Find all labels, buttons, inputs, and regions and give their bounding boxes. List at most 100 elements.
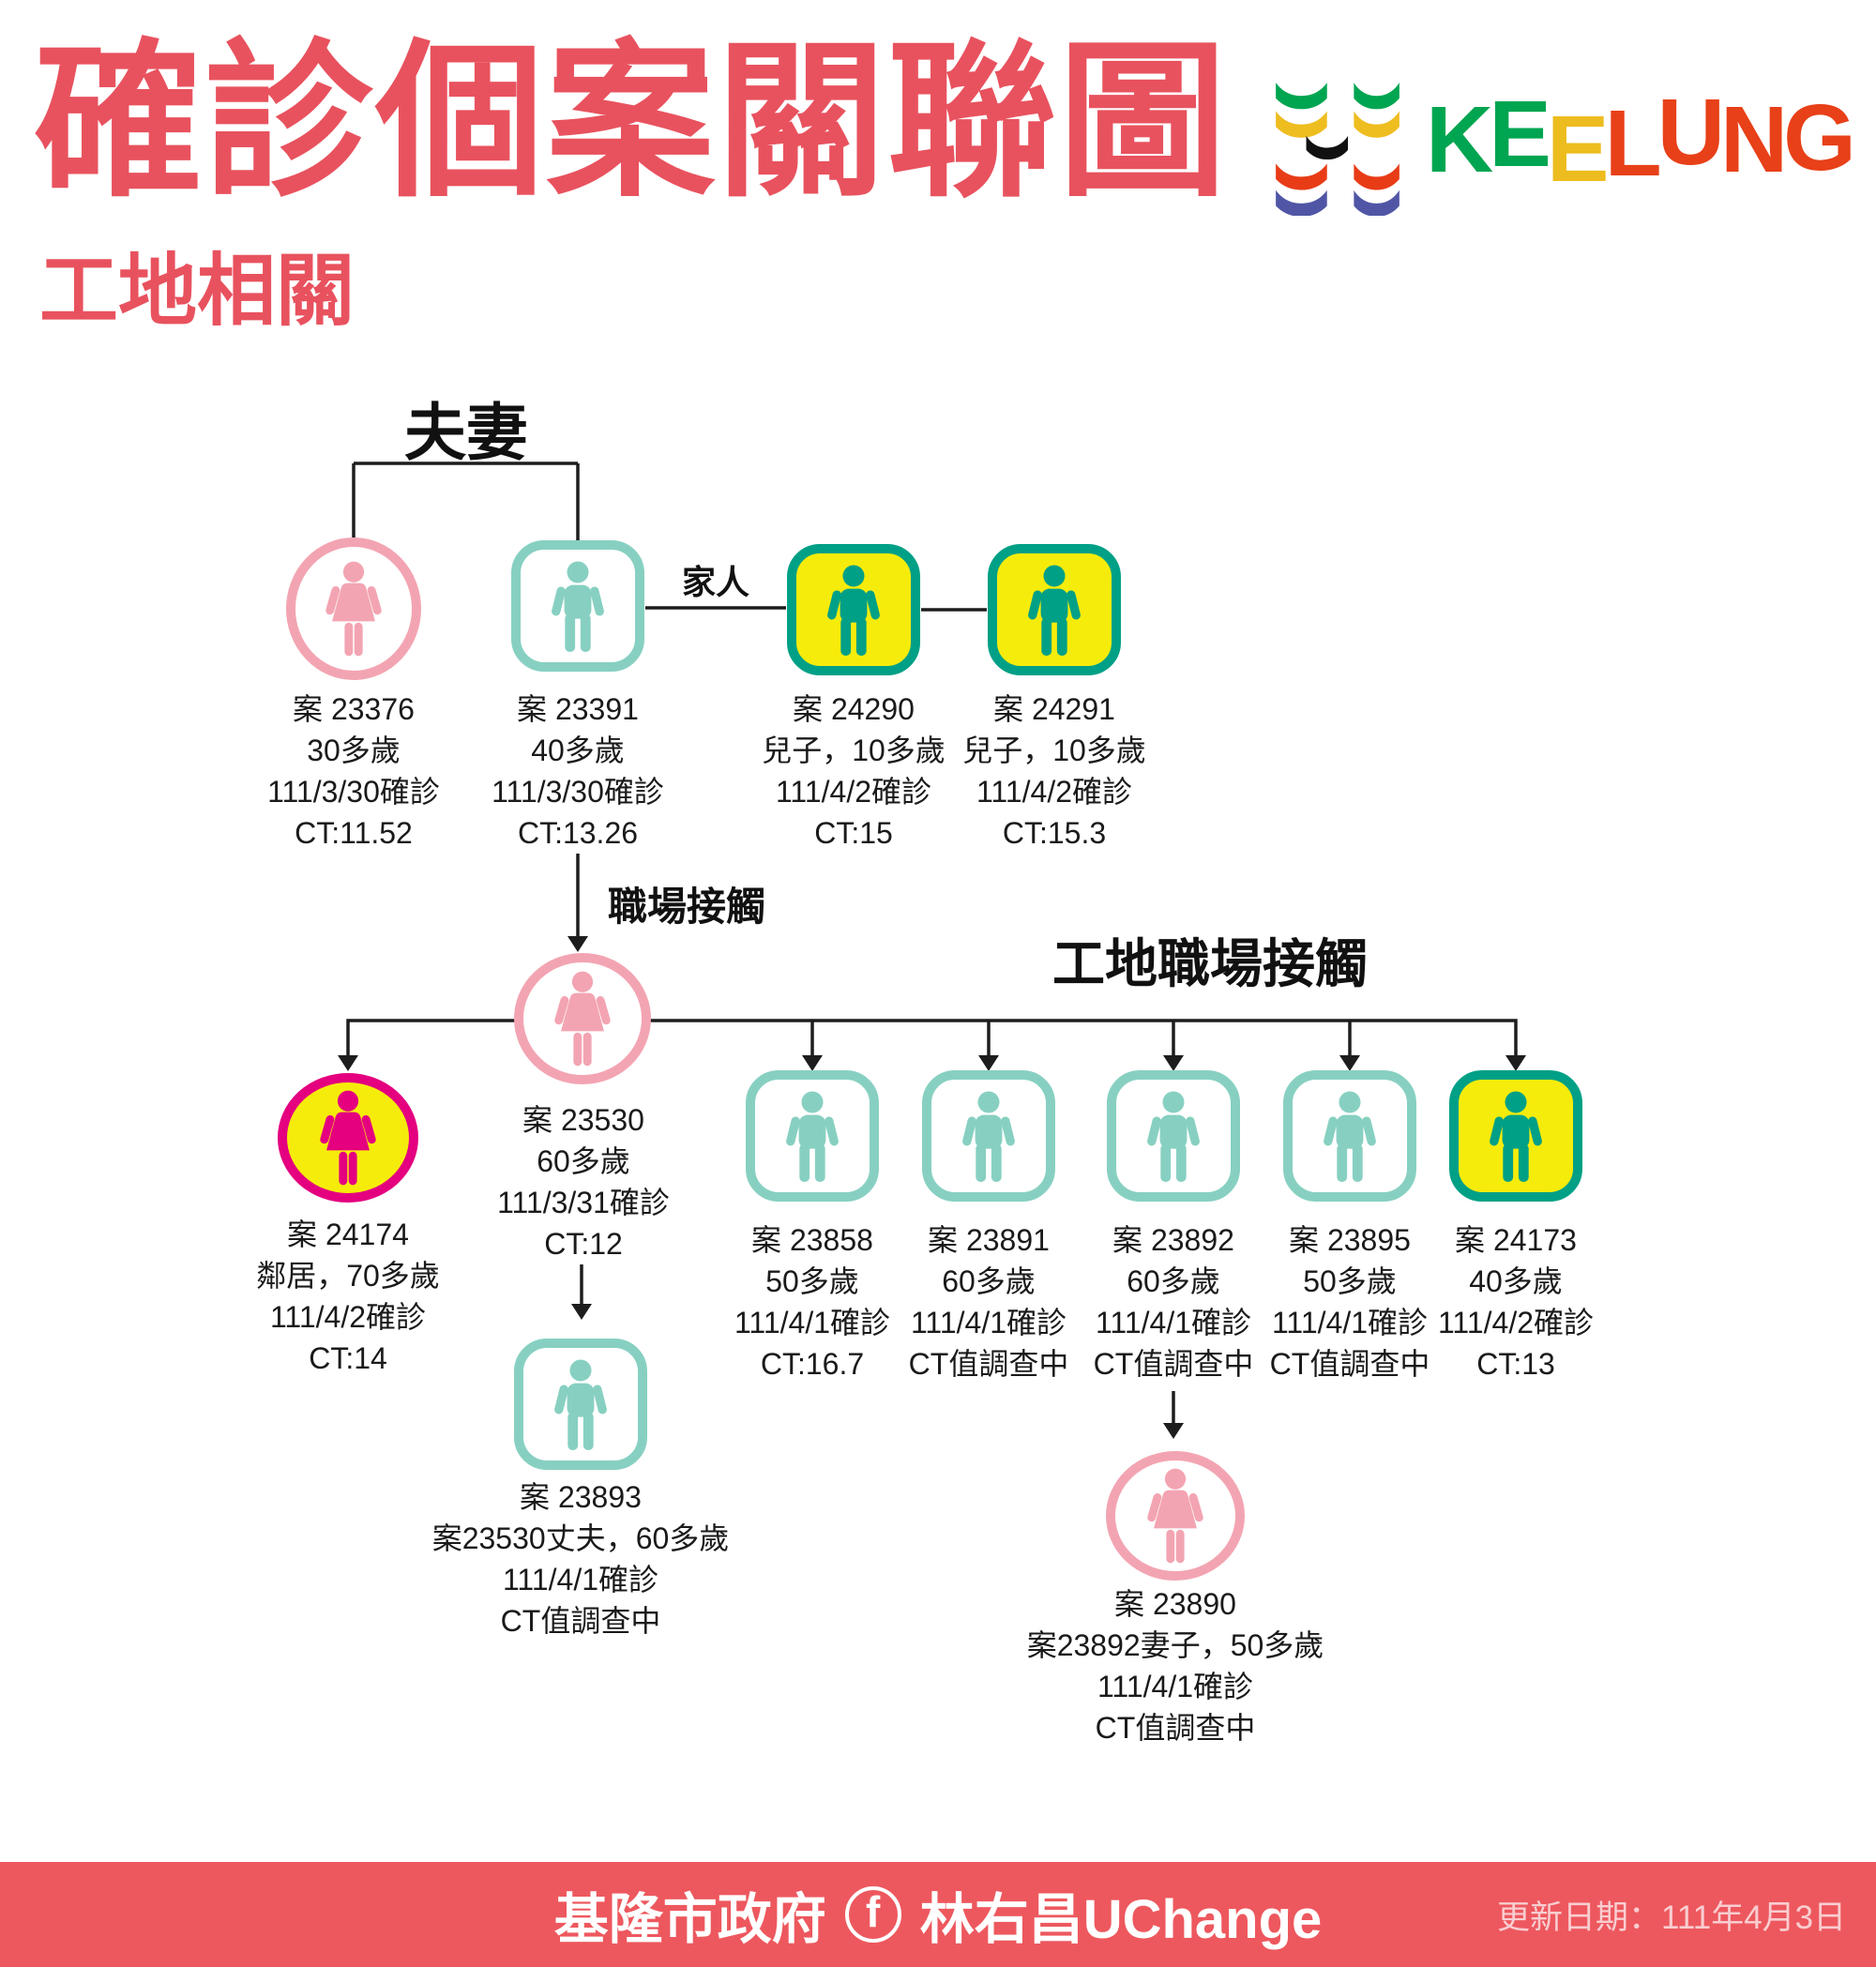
brand-letter: E — [1546, 97, 1610, 202]
case-info: 60多歲 — [1127, 1264, 1220, 1298]
case-23391-label: 案 23391 40多歲 111/3/30確診 CT:13.26 — [390, 688, 765, 854]
male-box-teal-icon — [511, 540, 644, 672]
case-number: 案 23895 — [1289, 1223, 1411, 1257]
case-number: 案 24174 — [287, 1218, 409, 1251]
case-23391-node — [511, 540, 644, 672]
case-date: 111/4/1確診 — [1097, 1670, 1254, 1703]
case-ct: CT值調查中 — [908, 1347, 1069, 1381]
case-23530-label: 案 23530 60多歲 111/3/31確診 CT:12 — [396, 1099, 771, 1264]
case-info: 案23892妻子，50多歲 — [1026, 1628, 1324, 1662]
case-number: 案 24290 — [793, 692, 915, 726]
case-24174-label: 案 24174 鄰居，70多歲 111/4/2確診 CT:14 — [142, 1214, 554, 1379]
arrowhead — [1339, 1055, 1360, 1071]
case-23893-label: 案 23893 案23530丈夫，60多歲 111/4/1確診 CT值調查中 — [318, 1476, 843, 1642]
brand-letter: U — [1657, 80, 1725, 185]
relation-label-family: 家人 — [681, 563, 749, 601]
female-circle-pink-icon — [286, 537, 421, 680]
site-branch-line — [346, 1019, 1518, 1056]
case-number: 案 23391 — [517, 692, 639, 726]
case-ct: CT值調查中 — [1093, 1347, 1254, 1381]
case-24173-node — [1449, 1070, 1582, 1202]
arrowhead — [978, 1055, 999, 1071]
case-date: 111/3/30確診 — [492, 775, 664, 809]
case-date: 111/3/30確診 — [267, 775, 440, 809]
case-number: 案 23858 — [751, 1223, 873, 1257]
case-number: 案 24291 — [993, 692, 1115, 726]
case-date: 111/3/31確診 — [497, 1186, 670, 1219]
brand-letter: K — [1426, 87, 1493, 192]
case-info: 60多歲 — [942, 1264, 1036, 1298]
case-info: 40多歲 — [1469, 1264, 1563, 1298]
male-box-teal-icon — [1283, 1070, 1416, 1202]
case-ct: CT:12 — [544, 1227, 623, 1261]
case-23890-label: 案 23890 案23892妻子，50多歲 111/4/1確診 CT值調查中 — [913, 1583, 1438, 1748]
case-23893-node — [514, 1339, 647, 1470]
case-info: 60多歲 — [537, 1144, 630, 1178]
brand-letter: E — [1489, 82, 1551, 187]
arrowhead — [802, 1055, 823, 1071]
case-number: 案 24173 — [1455, 1223, 1577, 1257]
male-box-yellow-icon — [1449, 1070, 1582, 1202]
case-date: 111/4/2確診 — [269, 1300, 427, 1334]
male-box-teal-icon — [922, 1070, 1055, 1202]
case-23892-node — [1107, 1070, 1240, 1202]
relation-label-workplace: 職場接觸 — [608, 885, 766, 929]
case-number: 案 23890 — [1114, 1587, 1236, 1621]
relation-label-couple: 夫妻 — [404, 398, 528, 467]
case-date: 111/4/1確診 — [734, 1306, 891, 1339]
male-box-teal-icon — [1107, 1070, 1240, 1202]
case-ct: CT值調查中 — [500, 1604, 661, 1638]
case-date: 111/4/1確診 — [910, 1306, 1067, 1339]
arrowhead — [1163, 1055, 1184, 1071]
case-23858-label: 案 23858 50多歲 111/4/1確診 CT:16.7 — [634, 1219, 991, 1384]
case-info: 兒子，10多歲 — [962, 734, 1146, 767]
case-info: 50多歲 — [1303, 1264, 1397, 1298]
case-23376-node — [285, 537, 422, 681]
case-ct: CT:15.3 — [1002, 816, 1107, 850]
footer-bar: 基隆市政府 f 林右昌UChange 更新日期：111年4月3日 — [0, 1862, 1876, 1967]
female-circle-pink-icon — [514, 953, 651, 1084]
case-info: 案23530丈夫，60多歲 — [431, 1521, 730, 1555]
case-23891-label: 案 23891 60多歲 111/4/1確診 CT值調查中 — [810, 1219, 1167, 1384]
case-23858-node — [746, 1070, 879, 1202]
page-title: 確診個案關聯圖 — [34, 28, 1230, 217]
case-24290-label: 案 24290 兒子，10多歲 111/4/2確診 CT:15 — [666, 688, 1041, 854]
brand-letter: N — [1719, 87, 1788, 192]
case-23530-node — [514, 953, 651, 1084]
case-date: 111/4/2確診 — [1437, 1306, 1595, 1339]
footer-org-name: 基隆市政府 — [553, 1889, 826, 1950]
case-info: 30多歲 — [307, 734, 401, 767]
facebook-icon: f — [844, 1886, 901, 1943]
case-23891-node — [922, 1070, 1055, 1202]
case-number: 案 23893 — [520, 1480, 642, 1514]
relation-label-site-workplace: 工地職場接觸 — [1052, 934, 1368, 993]
case-ct: CT:16.7 — [760, 1347, 865, 1381]
case-ct: CT:15 — [814, 816, 893, 850]
case-23376-label: 案 23376 30多歲 111/3/30確診 CT:11.52 — [166, 688, 541, 854]
footer-credit: 基隆市政府 f 林右昌UChange — [0, 1862, 1876, 1967]
case-23892-label: 案 23892 60多歲 111/4/1確診 CT值調查中 — [995, 1219, 1352, 1384]
case-info: 40多歲 — [531, 734, 625, 767]
case-date: 111/4/1確診 — [502, 1563, 659, 1596]
male-box-yellow-icon — [787, 544, 920, 675]
case-24173-label: 案 24173 40多歲 111/4/2確診 CT:13 — [1338, 1219, 1694, 1384]
brand-letter: L — [1604, 91, 1662, 196]
update-date: 更新日期：111年4月3日 — [1497, 1899, 1847, 1936]
page-subtitle: 工地相關 — [39, 247, 356, 335]
female-circle-magenta-yellow-icon — [278, 1073, 418, 1203]
case-date: 111/4/1確診 — [1271, 1306, 1429, 1339]
case-number: 案 23892 — [1112, 1223, 1234, 1257]
case-ct: CT:11.52 — [295, 816, 413, 850]
female-circle-pink-icon — [1106, 1451, 1245, 1581]
case-23890-node — [1106, 1451, 1245, 1581]
case-ct: CT值調查中 — [1269, 1347, 1430, 1381]
case-date: 111/4/2確診 — [775, 775, 932, 809]
case-ct: CT:13.26 — [517, 816, 639, 850]
case-info: 兒子，10多歲 — [762, 734, 946, 767]
case-date: 111/4/1確診 — [1095, 1306, 1252, 1339]
case-info: 鄰居，70多歲 — [256, 1259, 440, 1293]
case-date: 111/4/2確診 — [976, 775, 1133, 809]
case-number: 案 23376 — [293, 692, 415, 726]
